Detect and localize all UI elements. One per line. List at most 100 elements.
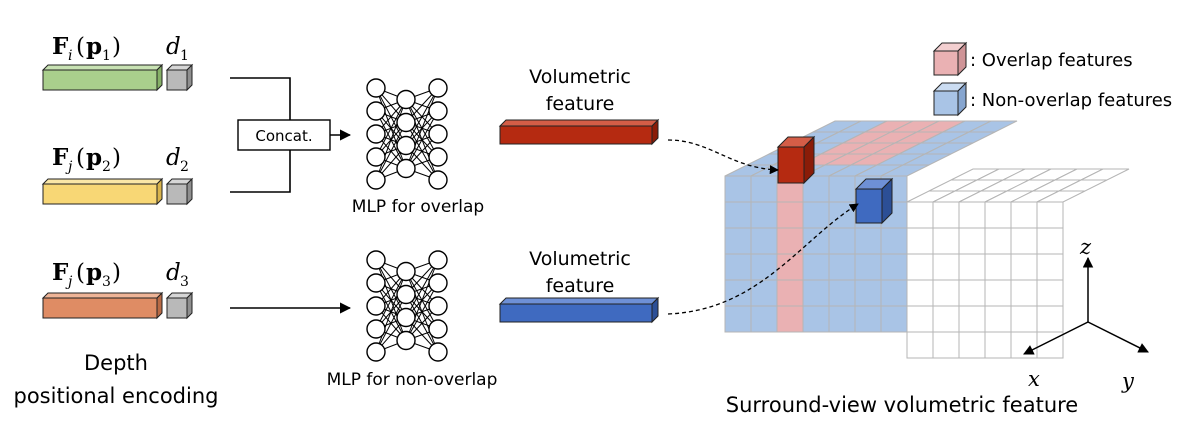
mlp-neuron: [396, 284, 416, 305]
depth-cube-1-side: [186, 63, 193, 92]
feat-arg-sub-1: 1: [102, 48, 111, 64]
mlp-neuron: [366, 250, 386, 270]
paren-open-2: (: [76, 145, 85, 171]
voxel-white-cell: [1010, 201, 1038, 229]
voxel-white-cell: [984, 279, 1012, 307]
mlp-neuron: [396, 261, 416, 282]
feature-bar-2-top: [41, 178, 164, 185]
mlp-neuron: [396, 330, 416, 351]
voxel-front-cell: [776, 227, 804, 255]
feature-bar-2: [41, 177, 164, 206]
legend-cube-nonoverlap: [932, 81, 968, 117]
voxel-white-cell: [958, 253, 986, 281]
dashed-arrow-overlap: [667, 139, 779, 175]
feature-bar-2-front: [42, 183, 158, 205]
depth-sub-3: 3: [180, 274, 189, 290]
depth-cube-2-side: [186, 177, 193, 206]
mlp-edge: [375, 99, 407, 158]
mlp-neuron: [366, 319, 386, 339]
voxel-white-cell: [932, 331, 960, 359]
voxel-white-cell: [984, 331, 1012, 359]
feat-arg-sub-2: 2: [102, 159, 111, 175]
voxel-front-cell: [828, 279, 856, 307]
surround-view-volume: [724, 120, 1130, 359]
axis-z-label: z: [1079, 235, 1092, 259]
voxel-front-cell: [724, 279, 752, 307]
mlp-nonoverlap-network: [366, 250, 448, 362]
voxel-white-cell: [1010, 279, 1038, 307]
highlight-cube-overlap-front: [777, 146, 805, 184]
volumetric-feature-bars: [498, 118, 660, 324]
highlight-cube-overlap: [776, 135, 816, 185]
voxel-front-cell: [750, 279, 778, 307]
paren-open-3: (: [76, 260, 85, 286]
highlight-cube-nonoverlap: [854, 177, 894, 225]
paren-close-1: ): [112, 34, 121, 60]
voxel-white-cell: [906, 305, 934, 333]
legend-cube-overlap-front: [933, 50, 959, 76]
voxel-white-cell: [1010, 331, 1038, 359]
voxel-front-cell: [750, 305, 778, 333]
voxel-white-cell: [958, 279, 986, 307]
feature-bar-1-front: [42, 69, 158, 91]
voxel-front-cell: [724, 305, 752, 333]
voxel-white-cell: [932, 253, 960, 281]
mlp-neuron: [428, 319, 448, 339]
depth-cube-2: [165, 177, 194, 206]
voxel-white-cell: [1010, 305, 1038, 333]
voxel-white-cell: [958, 305, 986, 333]
left-caption-line-2: positional encoding: [14, 384, 219, 408]
paren-close-3: ): [112, 260, 121, 286]
voxel-front-cell: [750, 253, 778, 281]
voxel-white-cell: [984, 305, 1012, 333]
feature-bar-1-top: [41, 64, 164, 71]
mlp-neuron: [366, 147, 386, 167]
voxel-white-cell: [984, 201, 1012, 229]
legend-cube-nonoverlap-front: [933, 90, 959, 116]
mlp-neuron: [366, 296, 386, 316]
mlp-edge: [405, 110, 439, 169]
mlp-edge: [405, 282, 439, 341]
voxel-front-cell: [724, 253, 752, 281]
input-bars: [41, 63, 194, 320]
mlp-edge: [375, 122, 407, 181]
left-caption-line-1: Depth: [84, 351, 148, 375]
depth-cube-2-front: [166, 183, 188, 205]
depth-cube-3: [165, 291, 194, 320]
voxel-top-cell: [968, 120, 1018, 133]
voxel-front-cell: [776, 253, 804, 281]
voxel-front-cell: [854, 279, 882, 307]
voxel-front-cell: [854, 305, 882, 333]
voxel-white-cell: [906, 279, 934, 307]
feature-bar-1: [41, 63, 164, 92]
mlp-neuron: [366, 273, 386, 293]
voxel-white-top: [1080, 168, 1130, 181]
voxel-white-cell: [932, 227, 960, 255]
voxel-front-cell: [776, 305, 804, 333]
mlp-edge: [375, 271, 407, 330]
voxel-white-cell: [1036, 279, 1064, 307]
vol-label-1-line-2: feature: [546, 93, 615, 115]
voxel-front-cell: [750, 201, 778, 229]
feat-arg-3: p: [86, 259, 102, 286]
voxel-front-cell: [802, 227, 830, 255]
mlp-neuron: [428, 342, 448, 362]
mlp-edge: [405, 87, 439, 146]
volumetric-bar-nonoverlap: [498, 296, 660, 324]
concat-box: Concat.: [237, 119, 331, 151]
voxel-front-cell: [776, 279, 804, 307]
axis-y: [1087, 321, 1149, 353]
voxel-white-cell: [958, 227, 986, 255]
voxel-white-cell: [984, 227, 1012, 255]
mlp-neuron: [366, 78, 386, 98]
mlp-neuron: [428, 296, 448, 316]
voxel-white-cell: [932, 279, 960, 307]
feature-bar-2-side: [156, 177, 163, 206]
mlp-neuron: [366, 342, 386, 362]
axis-y-label: y: [1121, 369, 1135, 393]
feature-bar-1-side: [156, 63, 163, 92]
voxel-front-cell: [802, 201, 830, 229]
feat-arg-sub-3: 3: [102, 274, 111, 290]
mlp-neuron: [366, 170, 386, 190]
